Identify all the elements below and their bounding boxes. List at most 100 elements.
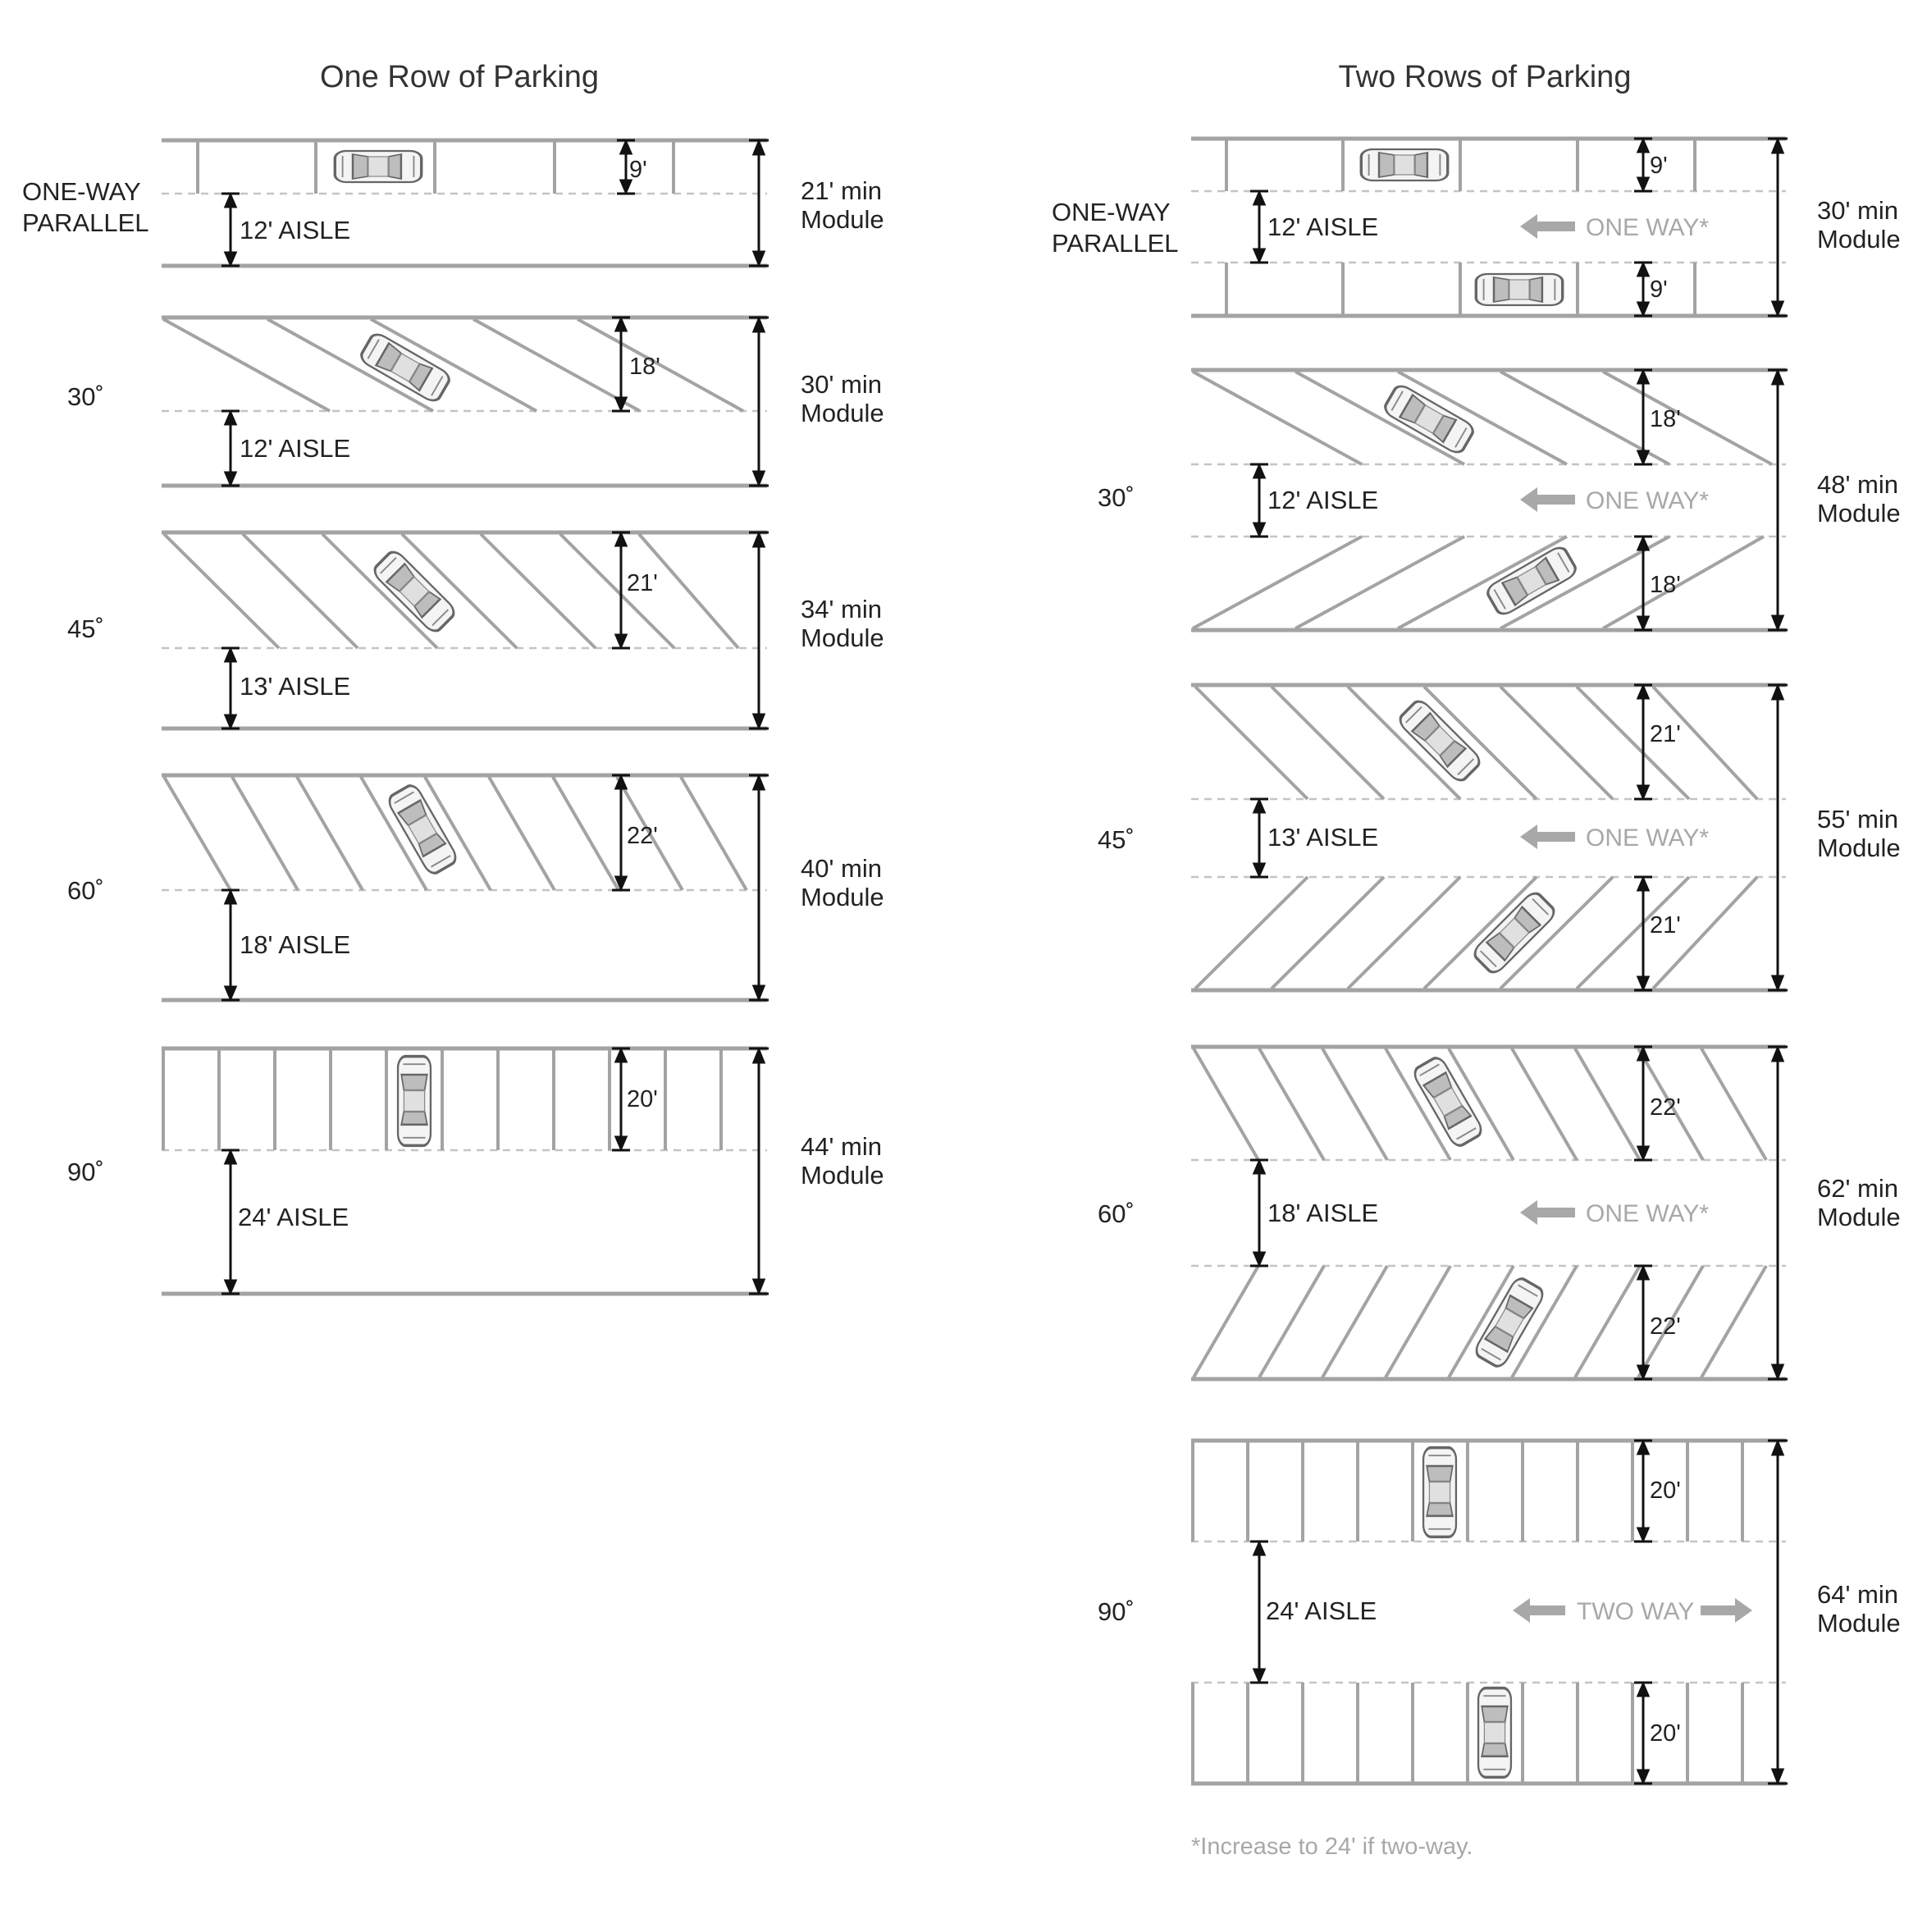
module-dimension — [749, 530, 769, 731]
car-icon — [1422, 1446, 1458, 1539]
car-icon — [369, 546, 459, 637]
stall-stripes — [162, 775, 748, 892]
aisle-dimension — [221, 646, 240, 730]
stall-depth-dimension-bottom — [1634, 1264, 1652, 1381]
module-value-label: 48' min — [1817, 470, 1898, 499]
two-rows-title: Two Rows of Parking — [1339, 60, 1632, 94]
stall-depth-label-bottom: 9' — [1650, 276, 1668, 303]
stall-depth-dimension-bottom — [1634, 535, 1652, 632]
one-row-title: One Row of Parking — [320, 60, 599, 94]
car-icon — [1469, 888, 1559, 978]
stall-depth-label-top: 9' — [1650, 153, 1668, 179]
stall-stripes-top — [1192, 370, 1773, 466]
stall-depth-dimension-top — [1634, 368, 1652, 466]
aisle-dimension — [1250, 190, 1268, 264]
module-word-label: Module — [1817, 834, 1901, 862]
stall-depth-label: 18' — [629, 354, 660, 380]
stall-stripes — [162, 1048, 723, 1150]
stall-stripes-bottom — [1192, 1264, 1768, 1379]
angle-label: ONE-WAY PARALLEL — [22, 177, 149, 237]
module-dimension — [749, 773, 769, 1003]
car-icon — [384, 781, 461, 878]
aisle-label: 12' AISLE — [240, 216, 350, 244]
aisle-dimension — [221, 1149, 240, 1295]
angle-label: 30˚ — [67, 382, 104, 411]
flow-label: TWO WAY — [1577, 1598, 1694, 1625]
stall-depth-dimension — [612, 774, 630, 892]
stall-depth-label-top: 20' — [1650, 1478, 1681, 1504]
stall-depth-dimension — [612, 1047, 630, 1152]
aisle-label: 13' AISLE — [240, 672, 350, 701]
stall-stripes — [162, 317, 744, 413]
car-icon — [1359, 148, 1450, 182]
module-value-label: 44' min — [801, 1132, 882, 1161]
car-icon — [396, 1054, 432, 1148]
flow-arrow-left — [1513, 1598, 1565, 1623]
module-word-label: Module — [1817, 225, 1901, 253]
stall-stripes-top — [1191, 1441, 1744, 1541]
module-value-label: 40' min — [801, 854, 882, 883]
car-icon — [333, 149, 423, 184]
two-rows-60-degree: 22' 22' 18' AISLE ONE WAY* 62' m — [1098, 1044, 1901, 1382]
stall-depth-dimension — [612, 316, 630, 413]
angle-label-line-2: PARALLEL — [22, 208, 149, 237]
module-word-label: Module — [801, 1161, 884, 1190]
stall-depth-label: 22' — [627, 823, 658, 849]
aisle-label: 12' AISLE — [1267, 486, 1378, 514]
stall-depth-label: 21' — [627, 570, 658, 596]
stall-depth-label: 9' — [629, 157, 647, 183]
one-row-60-degree: 22' 18' AISLE 40' min Module 60˚ — [67, 773, 884, 1003]
aisle-dimension — [221, 192, 240, 267]
flow-label: ONE WAY* — [1586, 214, 1709, 241]
stall-stripes-bottom — [1191, 1683, 1744, 1784]
aisle-label: 12' AISLE — [240, 434, 350, 463]
angle-label: 30˚ — [1098, 483, 1135, 512]
module-value-label: 62' min — [1817, 1174, 1898, 1203]
stall-depth-dimension-bottom — [1634, 1681, 1652, 1785]
stall-depth-dimension-top — [1634, 137, 1652, 193]
aisle-label: 18' AISLE — [240, 930, 350, 959]
stall-stripes — [196, 140, 675, 194]
stall-stripes-bottom — [1225, 263, 1696, 316]
angle-label: 45˚ — [1098, 825, 1135, 854]
module-word-label: Module — [1817, 1609, 1901, 1637]
stall-depth-dimension — [617, 139, 635, 195]
stall-depth-label-bottom: 22' — [1650, 1313, 1681, 1340]
one-row-90-degree: 20' 24' AISLE 44' min Module 90˚ — [67, 1046, 884, 1296]
angle-label: ONE-WAY PARALLEL — [1052, 198, 1179, 258]
flow-label: ONE WAY* — [1586, 487, 1709, 514]
stall-depth-label-top: 21' — [1650, 721, 1681, 747]
one-row-45-degree: 21' 13' AISLE 34' min Module 45˚ — [67, 530, 884, 731]
module-dimension — [1768, 136, 1788, 318]
module-word-label: Module — [801, 623, 884, 652]
module-value-label: 30' min — [1817, 196, 1898, 225]
flow-label: ONE WAY* — [1586, 1200, 1709, 1227]
flow-arrow-left — [1520, 824, 1575, 849]
module-value-label: 30' min — [801, 370, 882, 399]
aisle-dimension — [221, 409, 240, 487]
module-word-label: Module — [1817, 499, 1901, 528]
stall-stripes-bottom — [1194, 875, 1759, 990]
flow-arrow-left — [1520, 214, 1575, 239]
angle-label: 60˚ — [67, 876, 104, 905]
car-icon — [1471, 1274, 1548, 1371]
module-value-label: 64' min — [1817, 1580, 1898, 1609]
aisle-label: 24' AISLE — [1266, 1596, 1377, 1625]
two-rows-90-degree: 20' 20' 24' AISLE TWO WAY — [1098, 1438, 1901, 1786]
module-word-label: Module — [1817, 1203, 1901, 1231]
car-icon — [1474, 272, 1564, 307]
stall-depth-dimension-top — [1634, 1439, 1652, 1543]
aisle-label: 24' AISLE — [238, 1203, 349, 1231]
angle-label: 90˚ — [1098, 1597, 1135, 1626]
aisle-label: 18' AISLE — [1267, 1199, 1378, 1227]
stall-stripes — [162, 532, 740, 650]
flow-arrow-left — [1520, 487, 1575, 512]
aisle-dimension — [1250, 463, 1268, 538]
module-dimension — [1768, 1044, 1788, 1382]
module-value-label: 21' min — [801, 176, 882, 205]
module-dimension — [1768, 368, 1788, 633]
module-word-label: Module — [801, 399, 884, 427]
stall-depth-label-bottom: 18' — [1650, 572, 1681, 598]
stall-depth-dimension-top — [1634, 683, 1652, 801]
